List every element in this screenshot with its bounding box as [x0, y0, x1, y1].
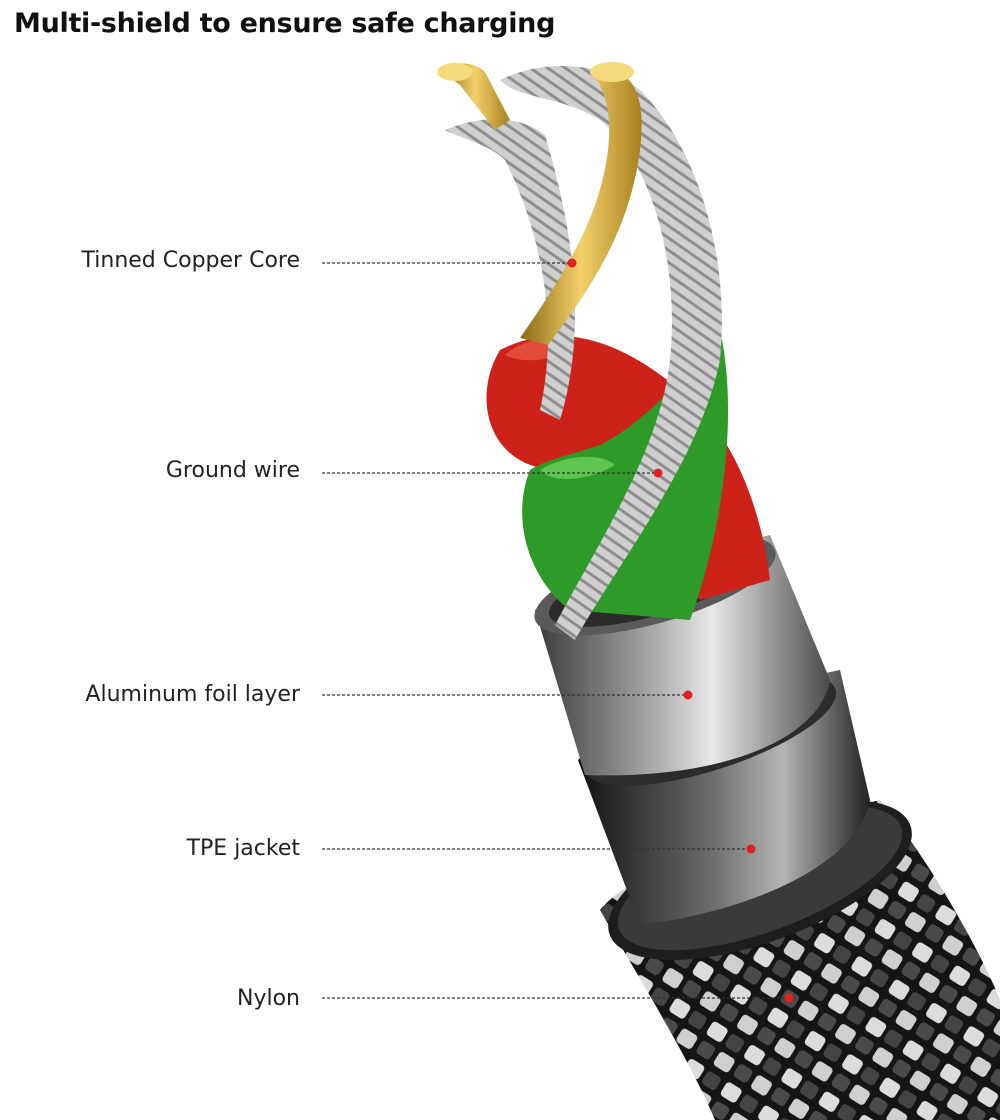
leader-line-tpe-jacket — [322, 844, 756, 854]
label-aluminum-foil-layer: Aluminum foil layer — [85, 682, 300, 707]
tinned-copper-core — [520, 70, 642, 345]
label-tpe-jacket: TPE jacket — [186, 836, 300, 861]
label-tinned-copper-core: Tinned Copper Core — [81, 248, 301, 273]
label-ground-wire: Ground wire — [165, 458, 300, 483]
label-nylon: Nylon — [237, 986, 300, 1011]
page-title: Multi-shield to ensure safe charging — [14, 8, 556, 39]
leader-line-aluminum-foil — [322, 690, 693, 700]
ground-wire-strands — [500, 66, 722, 641]
leader-line-nylon — [322, 993, 794, 1003]
leader-line-ground-wire — [322, 468, 663, 478]
leader-line-copper-core — [322, 258, 577, 268]
